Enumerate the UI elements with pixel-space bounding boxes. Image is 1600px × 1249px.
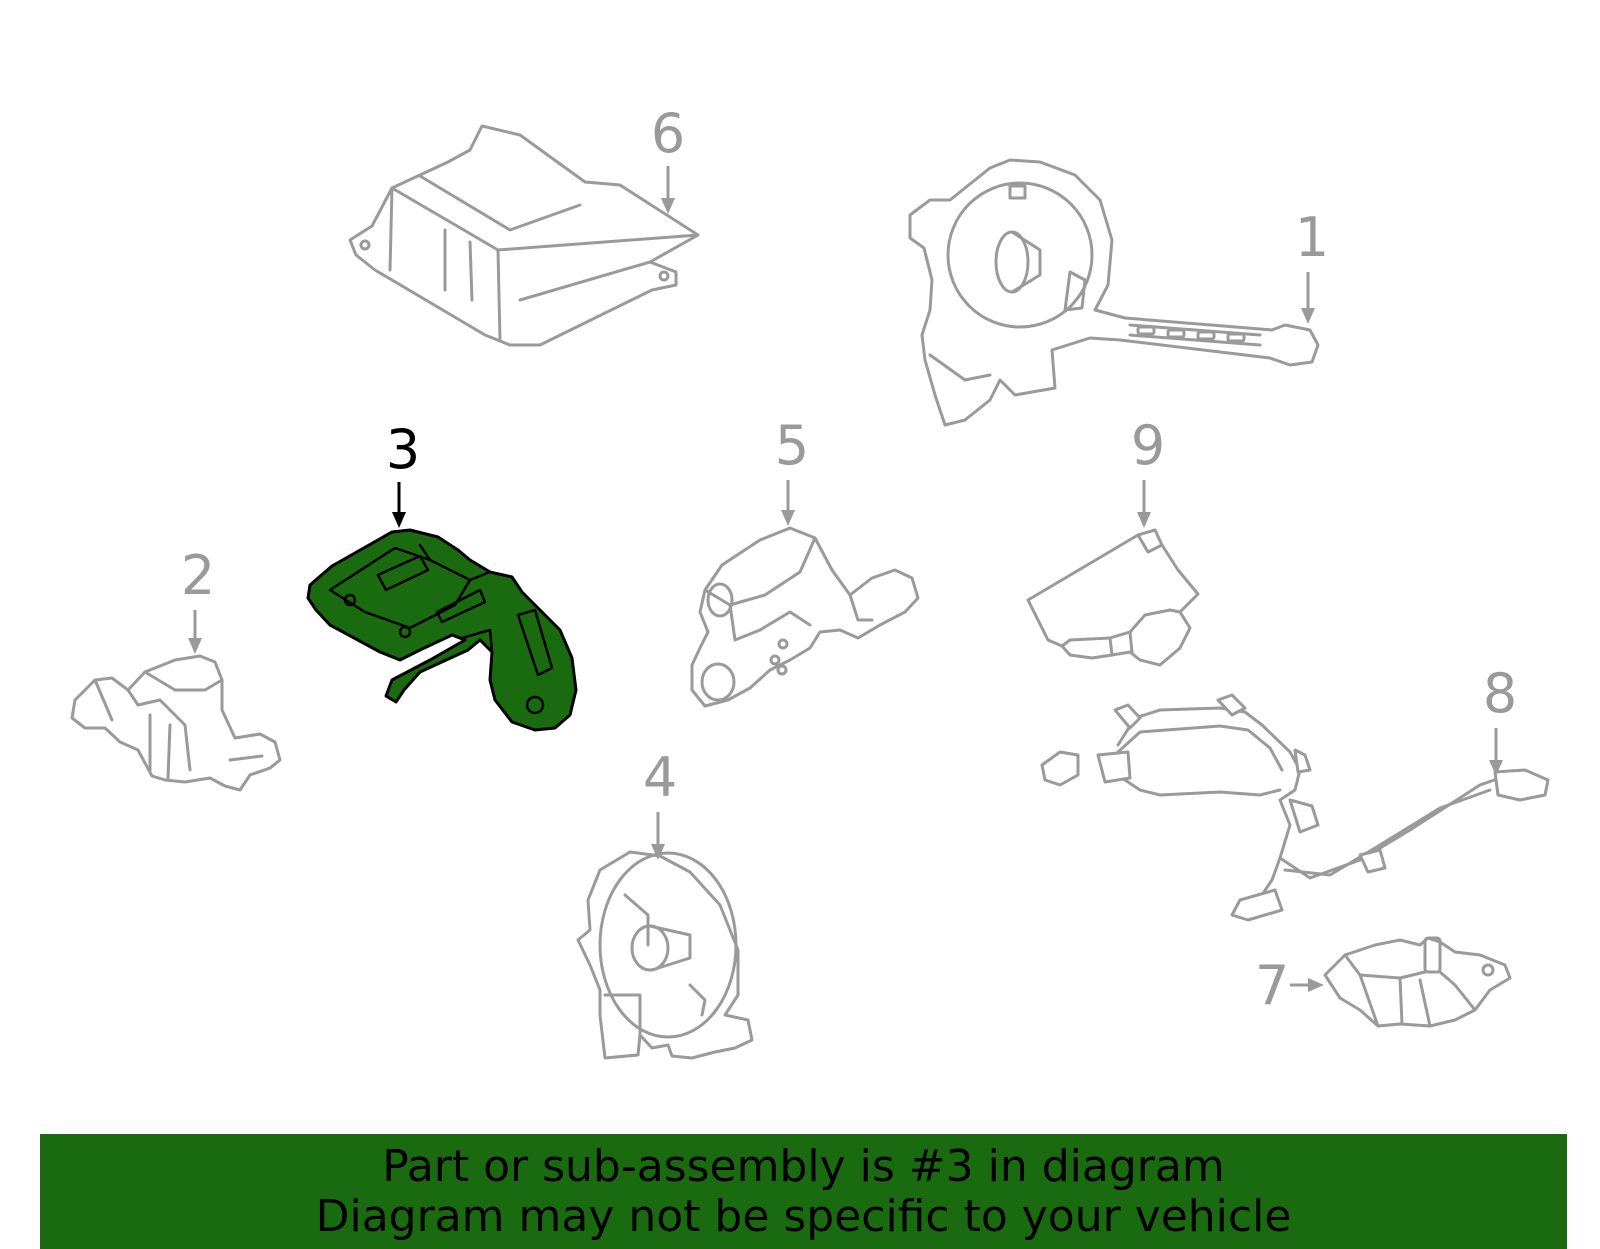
- part-6-control-module[interactable]: [348, 124, 700, 347]
- banner-line-2: Diagram may not be specific to your vehi…: [315, 1190, 1292, 1242]
- svg-text:3: 3: [386, 418, 420, 481]
- callout-9: 9: [1131, 414, 1165, 528]
- svg-text:7: 7: [1255, 954, 1289, 1017]
- part-1-clockspring[interactable]: [908, 158, 1320, 427]
- callout-3: 3: [386, 418, 420, 528]
- svg-text:1: 1: [1295, 206, 1329, 269]
- svg-text:6: 6: [651, 102, 685, 165]
- callout-6: 6: [651, 102, 685, 214]
- svg-text:2: 2: [181, 544, 215, 607]
- svg-text:8: 8: [1483, 662, 1517, 725]
- callout-4: 4: [643, 746, 677, 860]
- info-banner: Part or sub-assembly is #3 in diagram Di…: [40, 1134, 1567, 1249]
- callout-8: 8: [1483, 662, 1517, 776]
- callout-2: 2: [181, 544, 215, 654]
- part-4-clock-spring[interactable]: [576, 850, 754, 1060]
- svg-text:4: 4: [643, 746, 677, 809]
- callout-5: 5: [775, 414, 809, 526]
- callout-1: 1: [1295, 206, 1329, 324]
- svg-text:5: 5: [775, 414, 809, 477]
- svg-text:9: 9: [1131, 414, 1165, 477]
- banner-line-1: Part or sub-assembly is #3 in diagram: [382, 1140, 1225, 1192]
- part-7-sensor[interactable]: [1323, 936, 1512, 1028]
- part-9-module[interactable]: [1026, 528, 1200, 667]
- part-2-sensor[interactable]: [70, 654, 282, 792]
- part-8-wiring-harness[interactable]: [1040, 693, 1550, 922]
- part-3-bracket-highlighted[interactable]: [306, 528, 578, 732]
- part-5-sensor-assembly[interactable]: [690, 526, 920, 708]
- callout-7: 7: [1255, 954, 1324, 1017]
